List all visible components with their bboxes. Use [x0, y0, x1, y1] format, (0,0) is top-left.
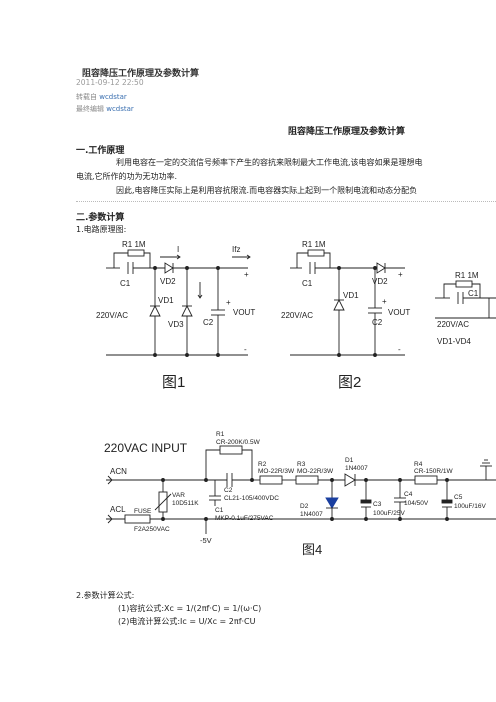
fig1-load-current-label: Ifz: [232, 245, 240, 254]
fig4-r4-label: R4: [414, 461, 423, 468]
fig4-r3-label: R3: [297, 461, 306, 468]
fig1-plus-out: +: [244, 270, 249, 279]
fig1-input-label: 220V/AC: [96, 311, 128, 320]
reprinted-from: 转载自 wcdstar: [76, 92, 127, 102]
fig1-caption: 图1: [162, 374, 185, 390]
fig2-vout-label: VOUT: [388, 308, 410, 317]
fig4-fuse-value: F2A250VAC: [134, 526, 170, 533]
fig4-acn-label: ACN: [110, 467, 127, 476]
fig1-vd3-label: VD3: [168, 320, 184, 329]
fig4-c2-value: CL21-105/400VDC: [224, 495, 279, 502]
fig4-c4-label: C4: [404, 491, 413, 498]
paragraph-line: 因此,电容降压实际上是利用容抗限流.而电容器实际上起到一个限制电流和动态分配负: [116, 186, 418, 195]
fig4-caption: 图4: [302, 542, 322, 557]
edited-by: 最终编辑 wcdstar: [76, 104, 134, 114]
reprinted-user-link[interactable]: wcdstar: [99, 93, 127, 101]
fig2-vd2-label: VD2: [372, 277, 388, 286]
fig4-var-value: 10D511K: [172, 500, 199, 507]
article-heading: 阻容降压工作原理及参数计算: [288, 127, 406, 137]
fig4-r1-label: R1: [216, 431, 225, 438]
fig4-d2-value: 1N4007: [300, 511, 323, 518]
schematic-figures-1-3: R1 1M C1 I Ifz VD2 VD1 VD3 C2 VOUT 220V/…: [96, 240, 496, 390]
fig4-var-label: VAR: [172, 492, 185, 499]
fig4-c1-label: C1: [215, 507, 224, 514]
fig3-r1-label: R1 1M: [455, 271, 479, 280]
fig1-r1-label: R1 1M: [122, 240, 146, 249]
fig4-c1-value: MKP-0.1uF/275VAC: [215, 515, 274, 522]
fig4-d1-label: D1: [345, 457, 354, 464]
fig4-r2-label: R2: [258, 461, 267, 468]
fig4-c2-label: C2: [224, 487, 233, 494]
edited-prefix: 最终编辑: [76, 105, 104, 113]
fig1-c2-label: C2: [203, 318, 214, 327]
reprinted-prefix: 转载自: [76, 93, 97, 101]
subheading-formulas: 2.参数计算公式:: [76, 591, 135, 600]
fig4-c5-value: 100uF/16V: [454, 503, 486, 510]
fig1-vd2-label: VD2: [160, 277, 176, 286]
fig4-c3-label: C3: [373, 501, 382, 508]
fig4-c4-value: 104/50V: [404, 500, 429, 507]
fig1-minus-out: -: [244, 345, 247, 354]
fig2-c1-label: C1: [302, 279, 313, 288]
fig4-header: 220VAC INPUT: [104, 441, 188, 455]
fig2-vd1-label: VD1: [343, 291, 359, 300]
fig3-c1-label: C1: [468, 289, 479, 298]
subheading-schematic: 1.电路原理图:: [76, 225, 127, 234]
fig1-vd1-label: VD1: [158, 296, 174, 305]
fig2-r1-label: R1 1M: [302, 240, 326, 249]
section-heading-principle: 一.工作原理: [76, 146, 125, 156]
fig3-input-label: 220V/AC: [437, 320, 469, 329]
fig4-c3-value: 100uF/25V: [373, 510, 405, 517]
post-title: 阻容降压工作原理及参数计算: [82, 69, 200, 79]
fig3-diodes-label: VD1-VD4: [437, 337, 471, 346]
fig2-minus-out: -: [398, 345, 401, 354]
fig4-d2-label: D2: [300, 503, 309, 510]
fig2-c2-label: C2: [372, 318, 383, 327]
fig1-vout-label: VOUT: [233, 308, 255, 317]
fig4-r4-value: CR-150R/1W: [414, 468, 454, 475]
fig2-plus-out: +: [398, 270, 403, 279]
edited-user-link[interactable]: wcdstar: [106, 105, 134, 113]
divider: [76, 201, 496, 202]
schematic-figure-4: 220VAC INPUT ACN ACL: [104, 431, 496, 557]
fig4-d1-value: 1N4007: [345, 465, 368, 472]
section-heading-calculation: 二.参数计算: [76, 213, 125, 223]
post-date: 2011-09-12 22:50: [76, 78, 144, 87]
fig2-caption: 图2: [338, 374, 361, 390]
fig4-acl-label: ACL: [110, 505, 126, 514]
paragraph-line: 电流,它所作的功为无功功率.: [76, 172, 178, 181]
fig4-r2-value: MO-22R/3W: [258, 468, 295, 475]
figure-3: R1 1M C1 220V/AC VD1-VD4: [435, 271, 496, 346]
fig4-neg-label: -5V: [200, 536, 212, 545]
fig4-r1-value: CR-200K/0.5W: [216, 439, 261, 446]
paragraph-line: 利用电容在一定的交流信号频率下产生的容抗来限制最大工作电流,该电容如果是理想电: [116, 158, 423, 167]
fig1-current-label: I: [177, 245, 179, 254]
formula-current: (2)电流计算公式:Ic = U/Xc = 2πf·CU: [118, 617, 256, 626]
fig2-input-label: 220V/AC: [281, 311, 313, 320]
fig1-plus-label: +: [226, 298, 231, 307]
figure-1: R1 1M C1 I Ifz VD2 VD1 VD3 C2 VOUT 220V/…: [96, 240, 255, 390]
figure-2: R1 1M C1 VD2 VD1 C2 VOUT 220V/AC + + - 图…: [281, 240, 410, 390]
fig4-c5-label: C5: [454, 494, 463, 501]
formula-reactance: (1)容抗公式:Xc = 1/(2πf·C) = 1/(ω·C): [118, 604, 262, 613]
fig2-plus-label: +: [382, 297, 387, 306]
fig1-c1-label: C1: [120, 279, 131, 288]
fig4-r3-value: MO-22R/3W: [297, 468, 334, 475]
fig4-fuse-label: FUSE: [134, 508, 152, 515]
